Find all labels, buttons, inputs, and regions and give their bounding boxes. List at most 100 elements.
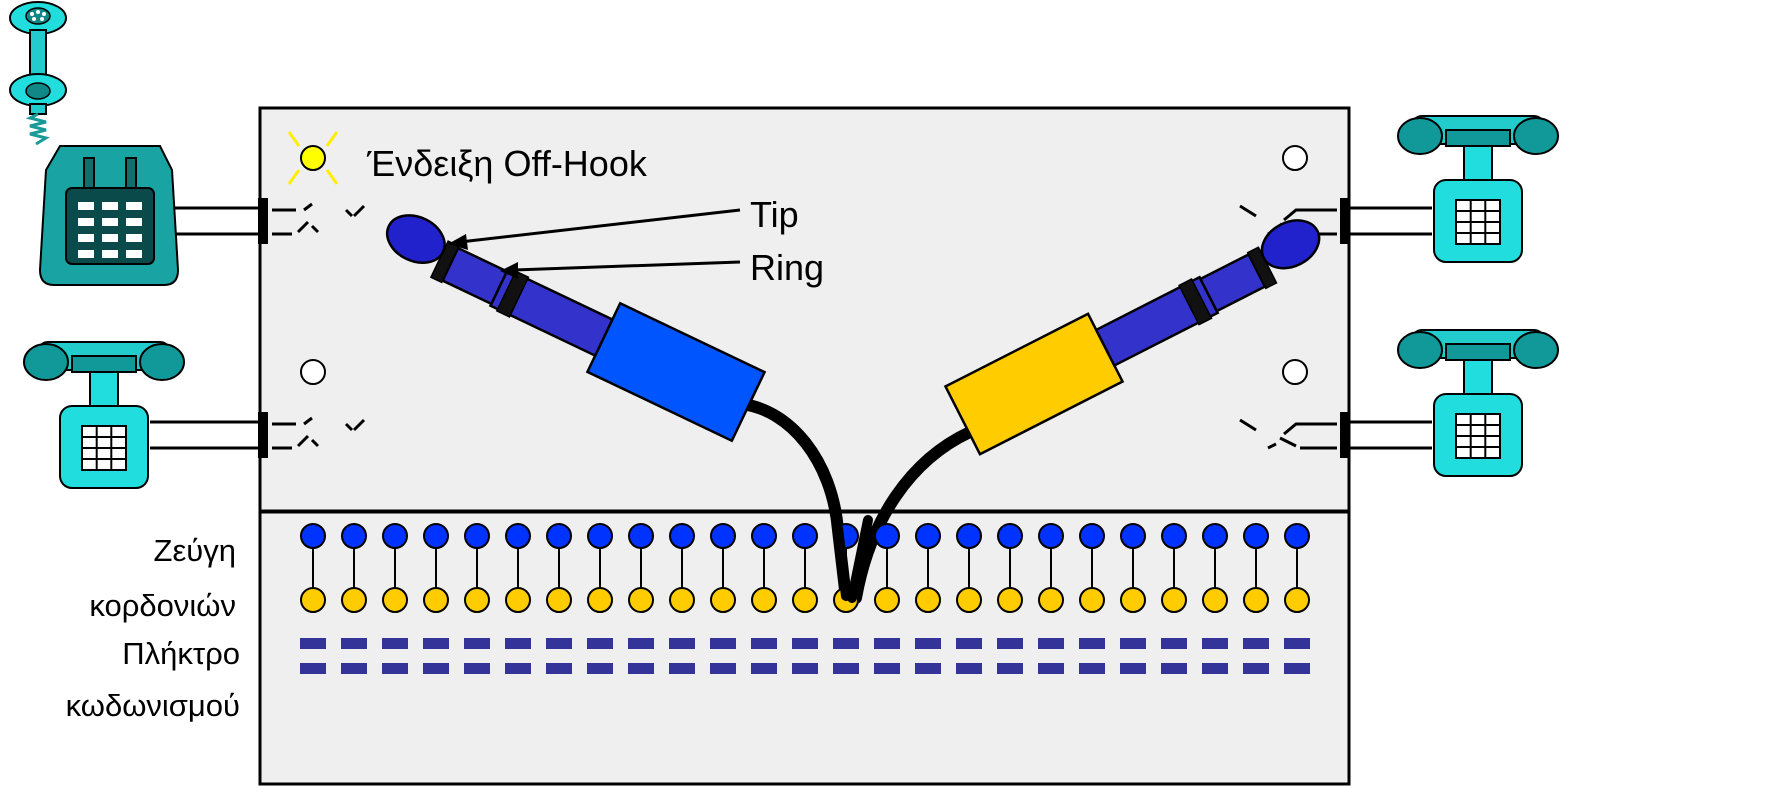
ringing-key[interactable] xyxy=(341,663,367,674)
ring-jack[interactable] xyxy=(1284,587,1310,613)
cord-pair[interactable] xyxy=(1079,523,1105,613)
tip-jack[interactable] xyxy=(792,523,818,549)
ringing-key[interactable] xyxy=(915,663,941,674)
tip-jack[interactable] xyxy=(1038,523,1064,549)
tip-jack[interactable] xyxy=(669,523,695,549)
ring-jack[interactable] xyxy=(1079,587,1105,613)
ringing-key[interactable] xyxy=(833,663,859,674)
ring-jack[interactable] xyxy=(1161,587,1187,613)
tip-jack[interactable] xyxy=(1284,523,1310,549)
cord-pair[interactable] xyxy=(382,523,408,613)
ringing-key[interactable] xyxy=(587,663,613,674)
tip-jack[interactable] xyxy=(464,523,490,549)
ringing-key[interactable] xyxy=(1038,638,1064,649)
ringing-key[interactable] xyxy=(628,638,654,649)
ring-jack[interactable] xyxy=(915,587,941,613)
tip-jack[interactable] xyxy=(505,523,531,549)
ring-jack[interactable] xyxy=(546,587,572,613)
cord-pair[interactable] xyxy=(792,523,818,613)
tip-jack[interactable] xyxy=(710,523,736,549)
ring-jack[interactable] xyxy=(1120,587,1146,613)
ringing-key[interactable] xyxy=(382,638,408,649)
ring-jack[interactable] xyxy=(505,587,531,613)
ringing-key[interactable] xyxy=(1161,663,1187,674)
ringing-key[interactable] xyxy=(1243,638,1269,649)
cord-pair[interactable] xyxy=(1038,523,1064,613)
cord-pair[interactable] xyxy=(587,523,613,613)
cord-pair[interactable] xyxy=(669,523,695,613)
ring-jack[interactable] xyxy=(997,587,1023,613)
ringing-key[interactable] xyxy=(423,638,449,649)
tip-jack[interactable] xyxy=(874,523,900,549)
cord-pair[interactable] xyxy=(915,523,941,613)
tip-jack[interactable] xyxy=(915,523,941,549)
ringing-key[interactable] xyxy=(464,663,490,674)
ringing-key[interactable] xyxy=(710,638,736,649)
ringing-key[interactable] xyxy=(874,663,900,674)
cord-pair[interactable] xyxy=(956,523,982,613)
ringing-key[interactable] xyxy=(382,663,408,674)
tip-jack[interactable] xyxy=(546,523,572,549)
ringing-key[interactable] xyxy=(669,638,695,649)
ringing-key[interactable] xyxy=(792,638,818,649)
ringing-key[interactable] xyxy=(300,638,326,649)
ringing-key[interactable] xyxy=(1038,663,1064,674)
ringing-key[interactable] xyxy=(587,638,613,649)
cord-pair[interactable] xyxy=(628,523,654,613)
cord-pair[interactable] xyxy=(546,523,572,613)
ringing-key[interactable] xyxy=(669,663,695,674)
tip-jack[interactable] xyxy=(1161,523,1187,549)
tip-jack[interactable] xyxy=(382,523,408,549)
ringing-key[interactable] xyxy=(1120,663,1146,674)
ring-jack[interactable] xyxy=(464,587,490,613)
ring-jack[interactable] xyxy=(710,587,736,613)
ringing-key[interactable] xyxy=(505,638,531,649)
tip-jack[interactable] xyxy=(1079,523,1105,549)
ringing-key[interactable] xyxy=(1120,638,1146,649)
ring-jack[interactable] xyxy=(341,587,367,613)
ringing-key[interactable] xyxy=(505,663,531,674)
cord-pair[interactable] xyxy=(710,523,736,613)
ringing-key[interactable] xyxy=(1284,638,1310,649)
ringing-key[interactable] xyxy=(1202,638,1228,649)
ring-jack[interactable] xyxy=(1202,587,1228,613)
tip-jack[interactable] xyxy=(423,523,449,549)
tip-jack[interactable] xyxy=(751,523,777,549)
ringing-key[interactable] xyxy=(833,638,859,649)
ring-jack[interactable] xyxy=(423,587,449,613)
ring-jack[interactable] xyxy=(628,587,654,613)
cord-pair[interactable] xyxy=(874,523,900,613)
ringing-key[interactable] xyxy=(997,638,1023,649)
cord-pair[interactable] xyxy=(423,523,449,613)
ring-jack[interactable] xyxy=(874,587,900,613)
ringing-key[interactable] xyxy=(1284,663,1310,674)
cord-pair[interactable] xyxy=(505,523,531,613)
ringing-key[interactable] xyxy=(915,638,941,649)
cord-pair[interactable] xyxy=(1202,523,1228,613)
tip-jack[interactable] xyxy=(1120,523,1146,549)
ringing-key[interactable] xyxy=(1161,638,1187,649)
ringing-key[interactable] xyxy=(1202,663,1228,674)
ringing-key[interactable] xyxy=(1079,638,1105,649)
ring-jack[interactable] xyxy=(1243,587,1269,613)
tip-jack[interactable] xyxy=(1202,523,1228,549)
ringing-key[interactable] xyxy=(997,663,1023,674)
cord-pair[interactable] xyxy=(1120,523,1146,613)
ringing-key[interactable] xyxy=(792,663,818,674)
ringing-key[interactable] xyxy=(751,638,777,649)
ringing-key[interactable] xyxy=(956,638,982,649)
tip-jack[interactable] xyxy=(300,523,326,549)
ringing-key[interactable] xyxy=(1243,663,1269,674)
ringing-key[interactable] xyxy=(874,638,900,649)
tip-jack[interactable] xyxy=(956,523,982,549)
ring-jack[interactable] xyxy=(1038,587,1064,613)
ringing-key[interactable] xyxy=(464,638,490,649)
tip-jack[interactable] xyxy=(587,523,613,549)
ringing-key[interactable] xyxy=(628,663,654,674)
ringing-key[interactable] xyxy=(423,663,449,674)
ringing-key[interactable] xyxy=(341,638,367,649)
tip-jack[interactable] xyxy=(628,523,654,549)
ringing-key[interactable] xyxy=(546,638,572,649)
tip-jack[interactable] xyxy=(341,523,367,549)
cord-pair[interactable] xyxy=(300,523,326,613)
